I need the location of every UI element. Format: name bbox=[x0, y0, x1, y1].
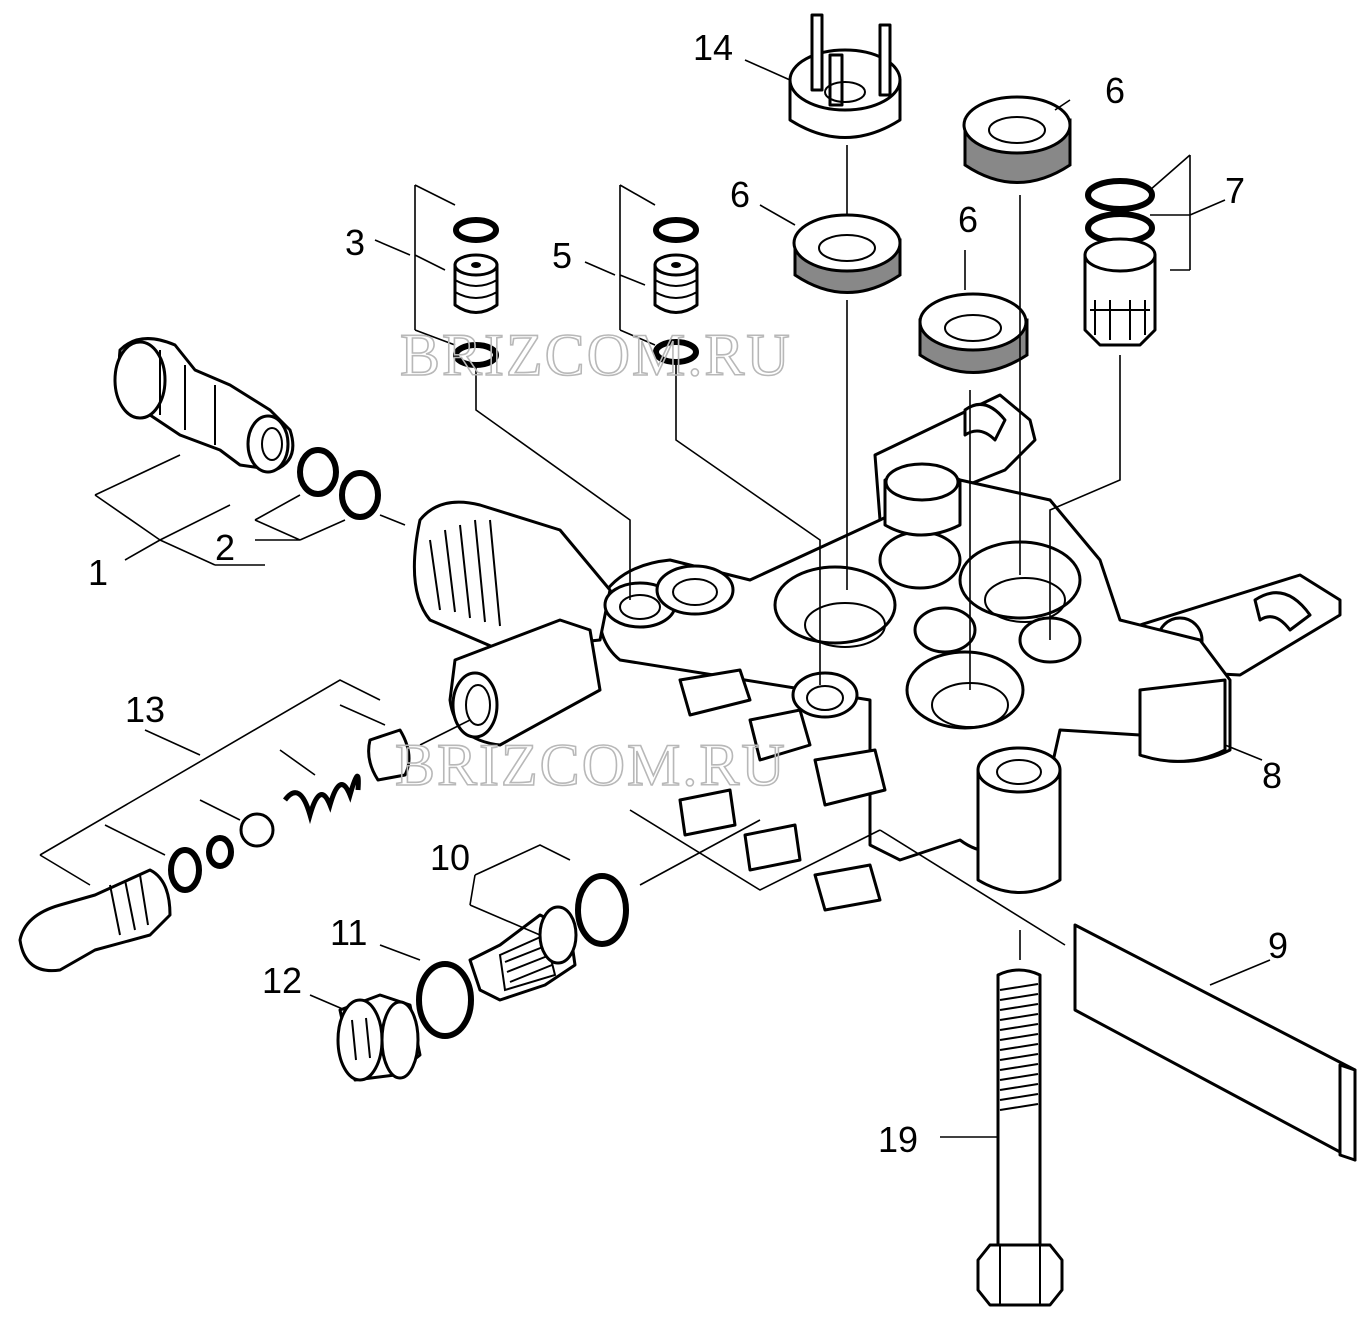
seal-part-6-top bbox=[962, 95, 1072, 184]
callout-19: 19 bbox=[878, 1119, 918, 1160]
callout-2: 2 bbox=[215, 527, 235, 568]
callout-11: 11 bbox=[330, 912, 367, 953]
callout-1: 1 bbox=[88, 552, 108, 593]
clip-assembly bbox=[629, 668, 887, 912]
seal-part-6-middle bbox=[918, 292, 1029, 374]
callout-14: 14 bbox=[693, 27, 733, 68]
plate-part-9 bbox=[1073, 923, 1357, 1162]
valve-assembly-part-3 bbox=[453, 217, 499, 368]
callout-3: 3 bbox=[345, 222, 365, 263]
plug-part-12 bbox=[336, 993, 422, 1082]
seal-part-6-left bbox=[792, 213, 902, 294]
callout-6-middle: 6 bbox=[958, 199, 978, 240]
callout-13: 13 bbox=[125, 689, 165, 730]
o-ring-part-11 bbox=[416, 961, 474, 1039]
watermark-middle: BRIZCOM.RU bbox=[395, 732, 787, 798]
valve-part-7 bbox=[1083, 178, 1157, 347]
bolt-part-19 bbox=[976, 968, 1064, 1307]
leader-lines bbox=[39, 59, 1271, 1138]
pump-head-body bbox=[412, 393, 1342, 862]
valve-assembly-part-5 bbox=[653, 217, 699, 365]
callout-7: 7 bbox=[1225, 170, 1245, 211]
check-valve-part-13 bbox=[18, 728, 411, 973]
callout-8: 8 bbox=[1262, 755, 1282, 796]
cap-part-14 bbox=[788, 13, 902, 139]
o-rings-part-2 bbox=[297, 447, 381, 520]
callout-10: 10 bbox=[430, 837, 470, 878]
callout-9: 9 bbox=[1268, 925, 1288, 966]
callout-6-top: 6 bbox=[1105, 70, 1125, 111]
valve-cartridge-part-10 bbox=[468, 873, 629, 1002]
callout-5: 5 bbox=[552, 235, 572, 276]
pump-sleeve bbox=[976, 746, 1062, 894]
callout-6-left: 6 bbox=[730, 174, 750, 215]
watermark-top: BRIZCOM.RU bbox=[400, 322, 792, 388]
callout-12: 12 bbox=[262, 960, 302, 1001]
inlet-fitting-part-1 bbox=[113, 337, 295, 474]
